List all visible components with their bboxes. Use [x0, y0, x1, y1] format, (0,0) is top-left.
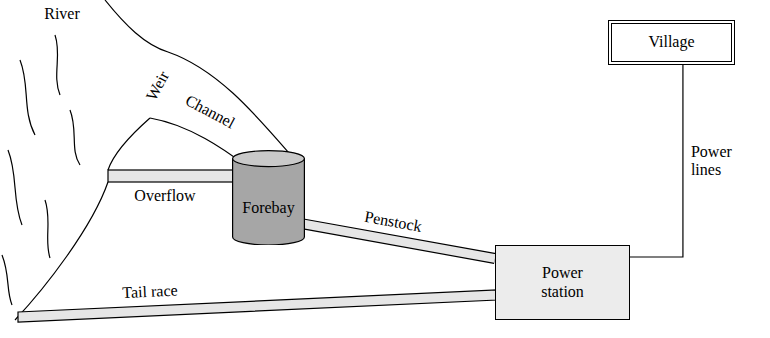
node-text: Forebay	[242, 199, 294, 217]
river-ripple	[8, 150, 22, 225]
power-lines-label: Power lines	[691, 143, 743, 180]
tank-top	[233, 151, 305, 167]
river-ripple	[45, 200, 50, 258]
river-label: River	[44, 5, 80, 23]
node-text: Village	[648, 33, 694, 51]
forebay-outline	[232, 150, 305, 245]
forebay-tank: Forebay	[232, 150, 305, 245]
river-ripple	[2, 255, 12, 305]
channel-bank	[168, 52, 295, 160]
power-line	[630, 65, 683, 257]
tail-race-pipe	[18, 290, 497, 322]
river-bank	[15, 182, 108, 320]
overflow-label: Overflow	[134, 187, 195, 205]
power-station-box: Power station	[495, 245, 630, 320]
connector-path	[630, 65, 683, 257]
river-bank	[105, 0, 168, 52]
river-ripple	[55, 35, 60, 95]
channel-label: Channel	[182, 91, 238, 132]
river-ripple	[20, 60, 35, 135]
overflow-pipe	[108, 170, 248, 182]
river-ripple	[70, 110, 80, 165]
village-box: Village	[608, 20, 735, 65]
river-bank	[108, 118, 150, 170]
weir-label: Weir	[143, 68, 174, 104]
tail-race-label: Tail race	[122, 282, 178, 303]
node-text: Power station	[528, 264, 598, 301]
tank-body	[233, 158, 305, 245]
